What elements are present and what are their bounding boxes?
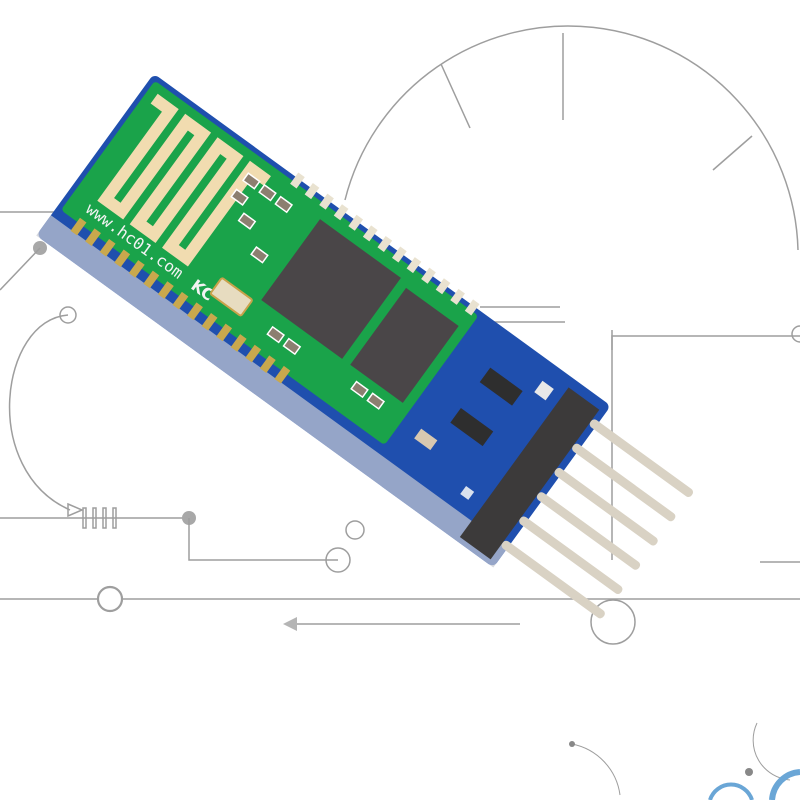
node-circle [325, 547, 351, 573]
guide-line [0, 247, 41, 291]
bracket-line [188, 518, 338, 561]
connector-ring [708, 782, 754, 800]
flash-chip [350, 287, 459, 403]
tick-mark [712, 135, 753, 171]
connector-ring [769, 769, 800, 800]
resistor-symbol-icon [82, 507, 117, 529]
crystal [209, 277, 253, 317]
node-circle [59, 306, 77, 324]
node-circle [590, 599, 636, 645]
castellated-pads [70, 217, 291, 384]
node-dot [745, 768, 753, 776]
node-dot [569, 741, 575, 747]
header-pins [501, 419, 693, 619]
curve-arrow [8, 314, 71, 511]
castellated-pads [290, 172, 480, 316]
tick-mark [440, 63, 471, 129]
pin-header [459, 387, 693, 619]
bluetooth-chip [261, 219, 401, 359]
connector-arc [752, 722, 791, 781]
smd-components [230, 172, 386, 410]
bracket-line [611, 335, 800, 350]
large-arc [344, 25, 799, 251]
bluetooth-module: www.hc01.com KC [36, 76, 693, 619]
carrier-components [414, 367, 554, 500]
node-circle [791, 325, 800, 343]
arrow-head-right [67, 502, 84, 518]
node-circle [345, 520, 365, 540]
connector-arc [571, 743, 621, 796]
node-circle [96, 585, 124, 613]
pcb-antenna-trace [97, 93, 271, 267]
arrow-head-left [283, 617, 297, 631]
